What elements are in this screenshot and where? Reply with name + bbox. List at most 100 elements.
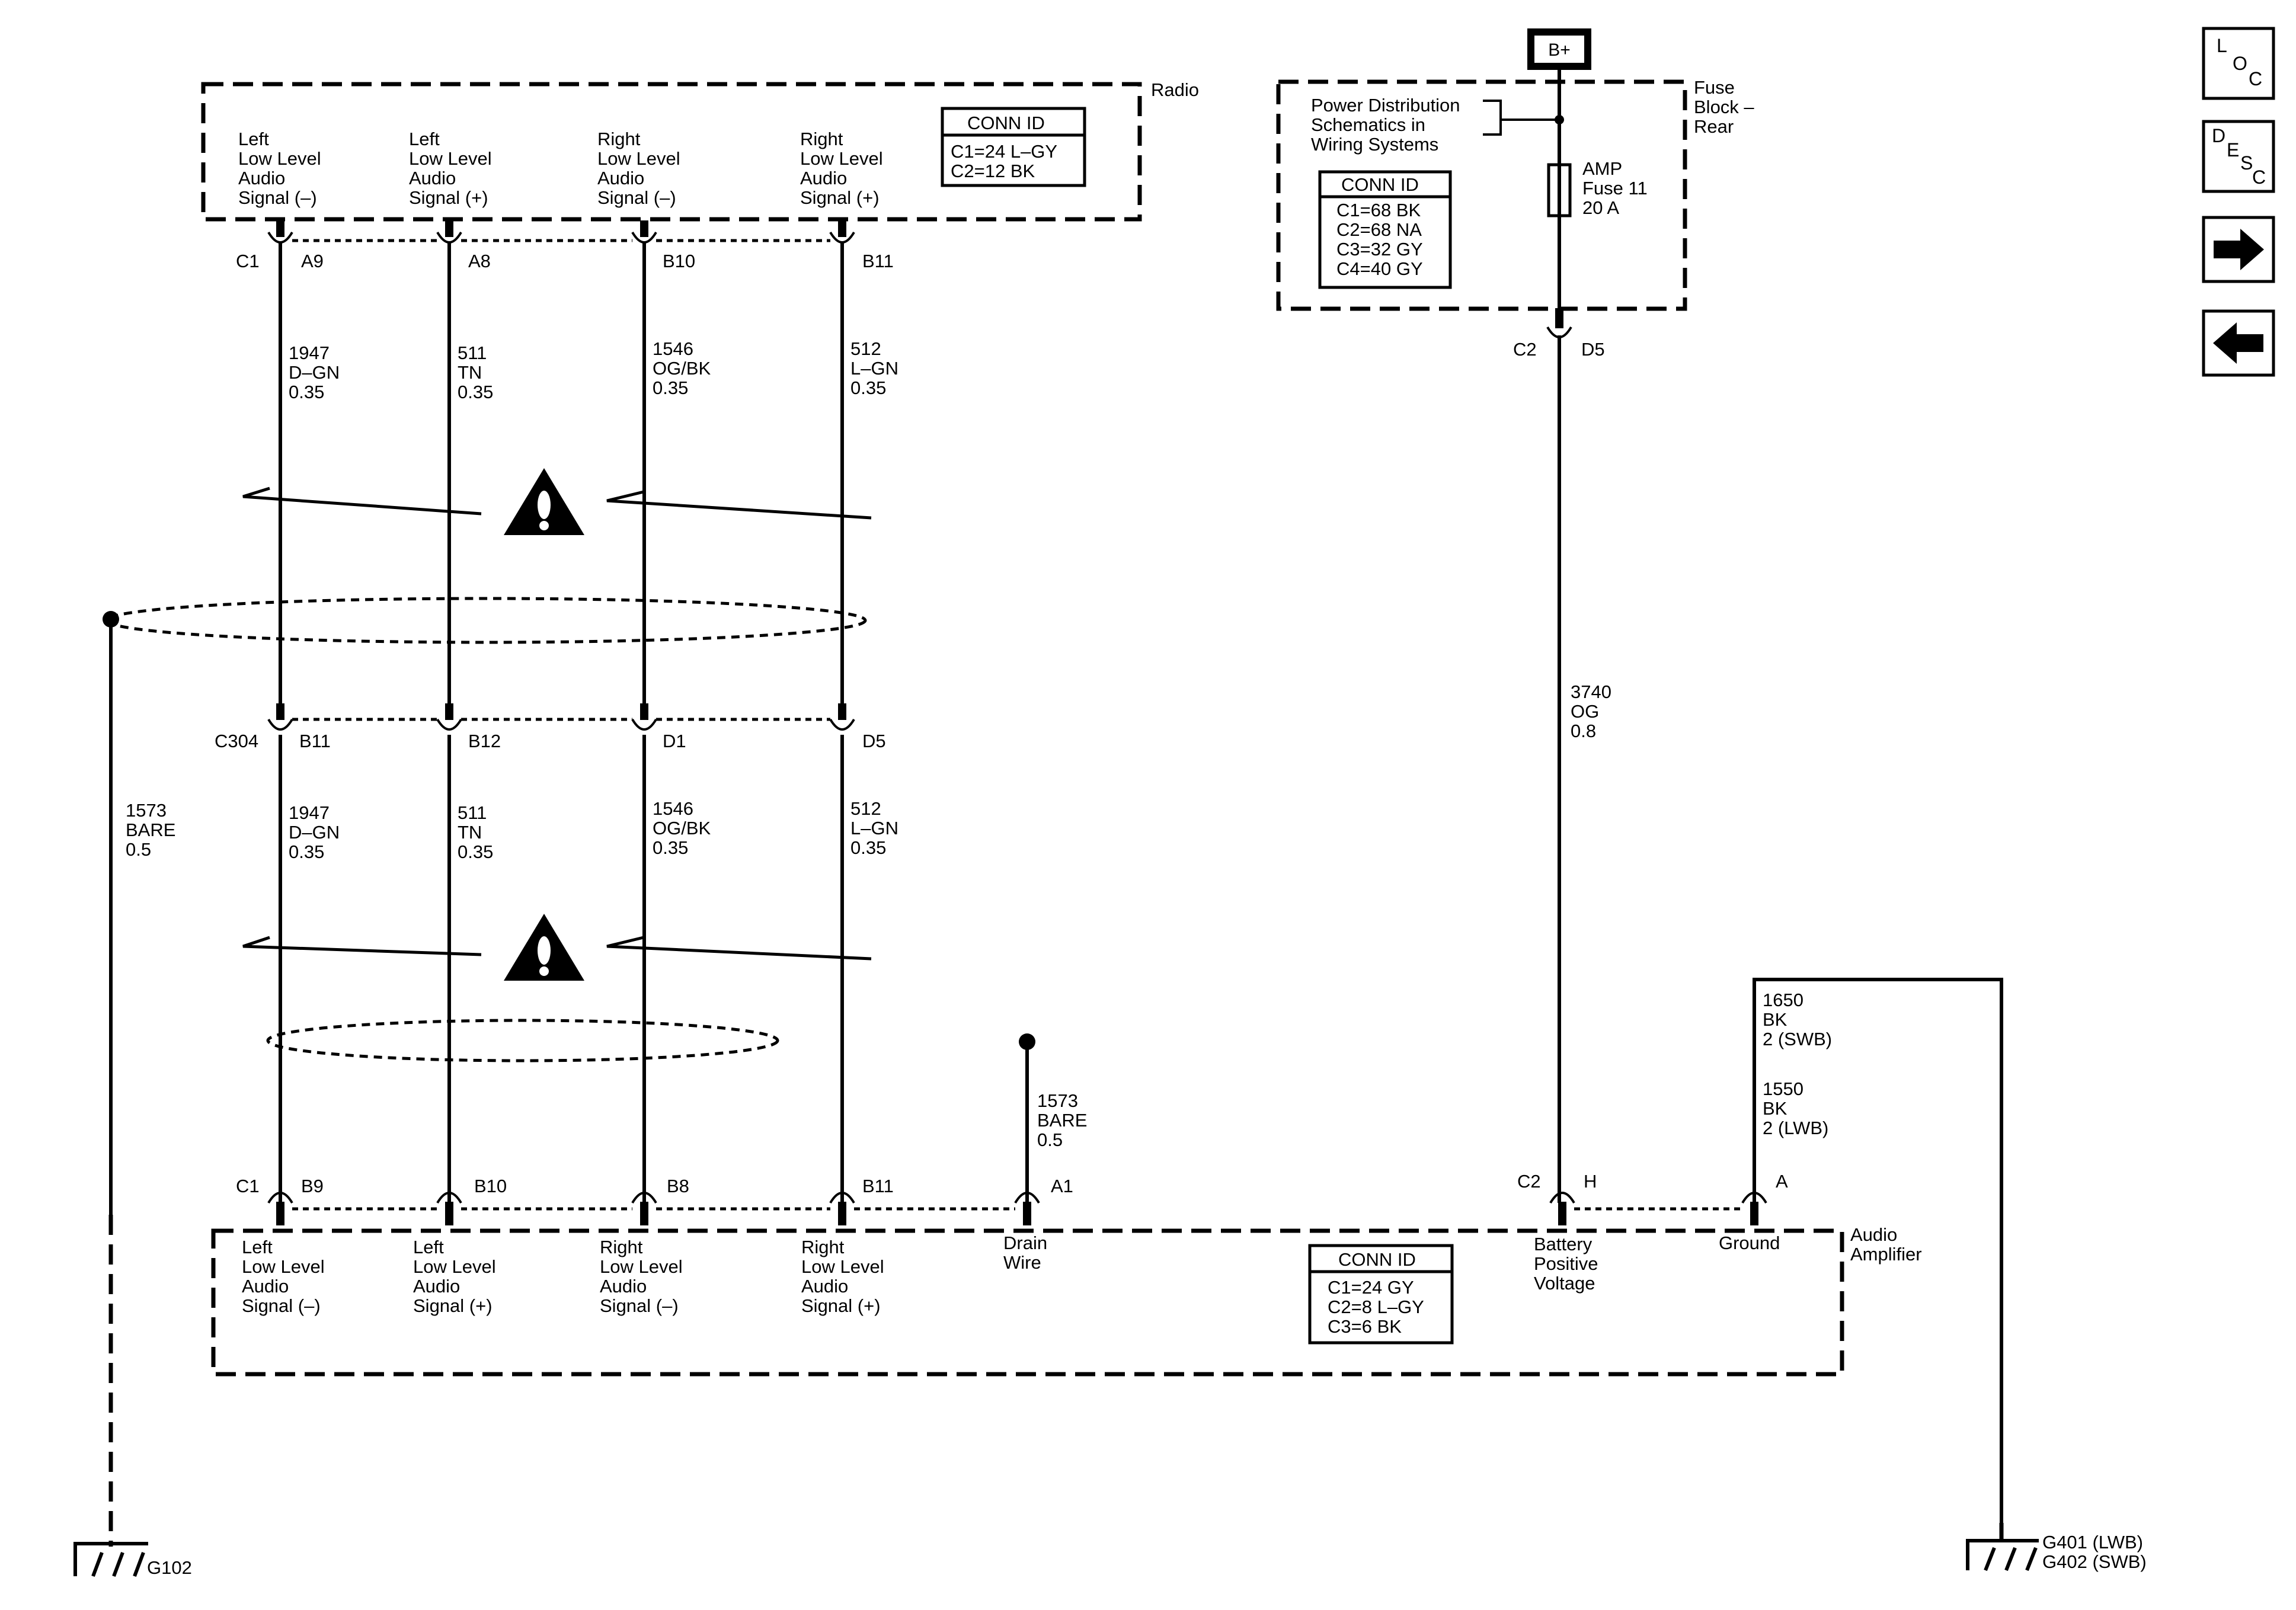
- svg-text:0.35: 0.35: [289, 841, 324, 862]
- svg-text:Audio: Audio: [800, 168, 847, 188]
- amp-pin-b11: B11: [862, 1176, 894, 1196]
- svg-text:Positive: Positive: [1534, 1253, 1598, 1274]
- ground-wire-label: 1650 BK 2 (SWB) 1550 BK 2 (LWB): [1763, 990, 1832, 1138]
- wire-label-upper-4: 512 L–GN 0.35: [850, 338, 898, 398]
- amp-pin-b9: B9: [301, 1176, 324, 1196]
- c304-pin-2: B12: [468, 731, 501, 751]
- svg-text:1546: 1546: [653, 338, 693, 359]
- radio-pin-label-3: Right Low Level Audio Signal (–): [597, 129, 680, 208]
- svg-text:1947: 1947: [289, 343, 330, 363]
- svg-text:C: C: [2252, 167, 2266, 188]
- next-arrow-button[interactable]: [2202, 216, 2275, 283]
- svg-text:Rear: Rear: [1694, 116, 1734, 137]
- radio-pin-a8: A8: [468, 251, 491, 271]
- svg-text:1573: 1573: [126, 800, 167, 821]
- svg-text:0.35: 0.35: [289, 382, 324, 402]
- amp-pin-label-3: Right Low Level Audio Signal (–): [600, 1237, 683, 1316]
- svg-text:Low Level: Low Level: [409, 148, 492, 169]
- svg-text:1546: 1546: [653, 798, 693, 819]
- svg-text:CONN ID: CONN ID: [967, 113, 1045, 133]
- wire-label-upper-2: 511 TN 0.35: [458, 343, 493, 402]
- c304-connector-tabs: [267, 703, 855, 731]
- twisted-pair-marks-lower: [242, 936, 872, 961]
- twisted-pair-marks-upper: [242, 486, 872, 520]
- svg-text:Low Level: Low Level: [238, 148, 321, 169]
- svg-text:1573: 1573: [1037, 1090, 1078, 1111]
- svg-text:0.35: 0.35: [850, 837, 886, 858]
- amplifier-box: [211, 1228, 1844, 1377]
- svg-text:CONN ID: CONN ID: [1338, 1249, 1416, 1270]
- svg-text:2 (LWB): 2 (LWB): [1763, 1118, 1828, 1138]
- svg-text:D–GN: D–GN: [289, 362, 340, 383]
- power-wire-label: 3740 OG 0.8: [1571, 681, 1611, 741]
- amplifier-connector-c1: C1: [236, 1176, 260, 1196]
- svg-text:Fuse: Fuse: [1694, 77, 1735, 98]
- svg-text:Signal (–): Signal (–): [597, 187, 676, 208]
- svg-text:OG: OG: [1571, 701, 1599, 722]
- svg-text:Signal (+): Signal (+): [800, 187, 880, 208]
- svg-text:Audio: Audio: [413, 1276, 460, 1297]
- fuse-block-connector: C2: [1513, 339, 1537, 360]
- loc-button[interactable]: L O C: [2202, 27, 2275, 100]
- ground-g102-label: G102: [147, 1557, 192, 1578]
- radio-pin-label-2: Left Low Level Audio Signal (+): [409, 129, 492, 208]
- fuse-label: AMP Fuse 11 20 A: [1582, 158, 1648, 218]
- svg-text:C2=68 NA: C2=68 NA: [1336, 219, 1422, 240]
- radio-title: Radio: [1151, 79, 1199, 100]
- warning-icon: [504, 468, 584, 535]
- svg-text:Block –: Block –: [1694, 97, 1754, 117]
- svg-text:BK: BK: [1763, 1009, 1787, 1030]
- radio-pin-label-4: Right Low Level Audio Signal (+): [800, 129, 883, 208]
- svg-text:Power Distribution: Power Distribution: [1311, 95, 1460, 116]
- amp-pin-label-4: Right Low Level Audio Signal (+): [801, 1237, 884, 1316]
- svg-text:TN: TN: [458, 822, 482, 843]
- fuse-block-box: [1276, 79, 1687, 311]
- svg-text:BARE: BARE: [126, 820, 175, 840]
- svg-text:Low Level: Low Level: [801, 1256, 884, 1277]
- prev-arrow-button[interactable]: [2202, 309, 2275, 377]
- svg-text:0.5: 0.5: [1037, 1129, 1063, 1150]
- svg-text:0.35: 0.35: [653, 377, 688, 398]
- ground-g102-icon: [73, 1542, 148, 1577]
- radio-connector-tabs: [267, 220, 855, 244]
- svg-text:Low Level: Low Level: [413, 1256, 496, 1277]
- amp-pin-h: H: [1584, 1171, 1597, 1192]
- svg-text:Right: Right: [597, 129, 641, 149]
- svg-text:TN: TN: [458, 362, 482, 383]
- svg-text:Audio: Audio: [409, 168, 456, 188]
- radio-box: [201, 82, 1142, 222]
- svg-text:BK: BK: [1763, 1098, 1787, 1119]
- svg-text:C2=8 L–GY: C2=8 L–GY: [1328, 1297, 1424, 1317]
- svg-text:0.35: 0.35: [850, 377, 886, 398]
- svg-text:Wire: Wire: [1003, 1252, 1041, 1273]
- svg-text:Right: Right: [801, 1237, 845, 1257]
- amp-pin-label-6: Battery Positive Voltage: [1534, 1234, 1598, 1294]
- svg-text:Signal (+): Signal (+): [409, 187, 488, 208]
- svg-text:Battery: Battery: [1534, 1234, 1593, 1254]
- svg-text:C2=12 BK: C2=12 BK: [951, 161, 1035, 181]
- svg-text:Left: Left: [413, 1237, 444, 1257]
- c304-pin-3: D1: [663, 731, 686, 751]
- svg-text:Audio: Audio: [238, 168, 285, 188]
- ground-g401-label: G401 (LWB) G402 (SWB): [2042, 1532, 2147, 1572]
- svg-text:G401 (LWB): G401 (LWB): [2042, 1532, 2143, 1553]
- amp-pin-b8: B8: [667, 1176, 689, 1196]
- shield-lower: [266, 1019, 779, 1062]
- amp-pin-label-7: Ground: [1719, 1233, 1780, 1253]
- svg-text:C4=40 GY: C4=40 GY: [1336, 258, 1423, 279]
- fuse-block-conn-id-table: CONN ID C1=68 BK C2=68 NA C3=32 GY C4=40…: [1318, 170, 1452, 289]
- svg-text:L–GN: L–GN: [850, 358, 898, 379]
- svg-text:Drain: Drain: [1003, 1233, 1047, 1253]
- ground-g401-icon: [1966, 1539, 2039, 1571]
- svg-text:BARE: BARE: [1037, 1110, 1087, 1131]
- svg-text:E: E: [2227, 139, 2239, 161]
- desc-button[interactable]: D E S C: [2202, 120, 2275, 193]
- svg-text:Signal (–): Signal (–): [600, 1295, 679, 1316]
- svg-text:D–GN: D–GN: [289, 822, 340, 843]
- svg-text:Left: Left: [409, 129, 440, 149]
- svg-text:511: 511: [458, 343, 487, 363]
- svg-text:20 A: 20 A: [1582, 197, 1619, 218]
- battery-terminal: B+: [1527, 28, 1591, 70]
- arrow-right-icon: [2214, 229, 2264, 270]
- radio-pin-b10: B10: [663, 251, 695, 271]
